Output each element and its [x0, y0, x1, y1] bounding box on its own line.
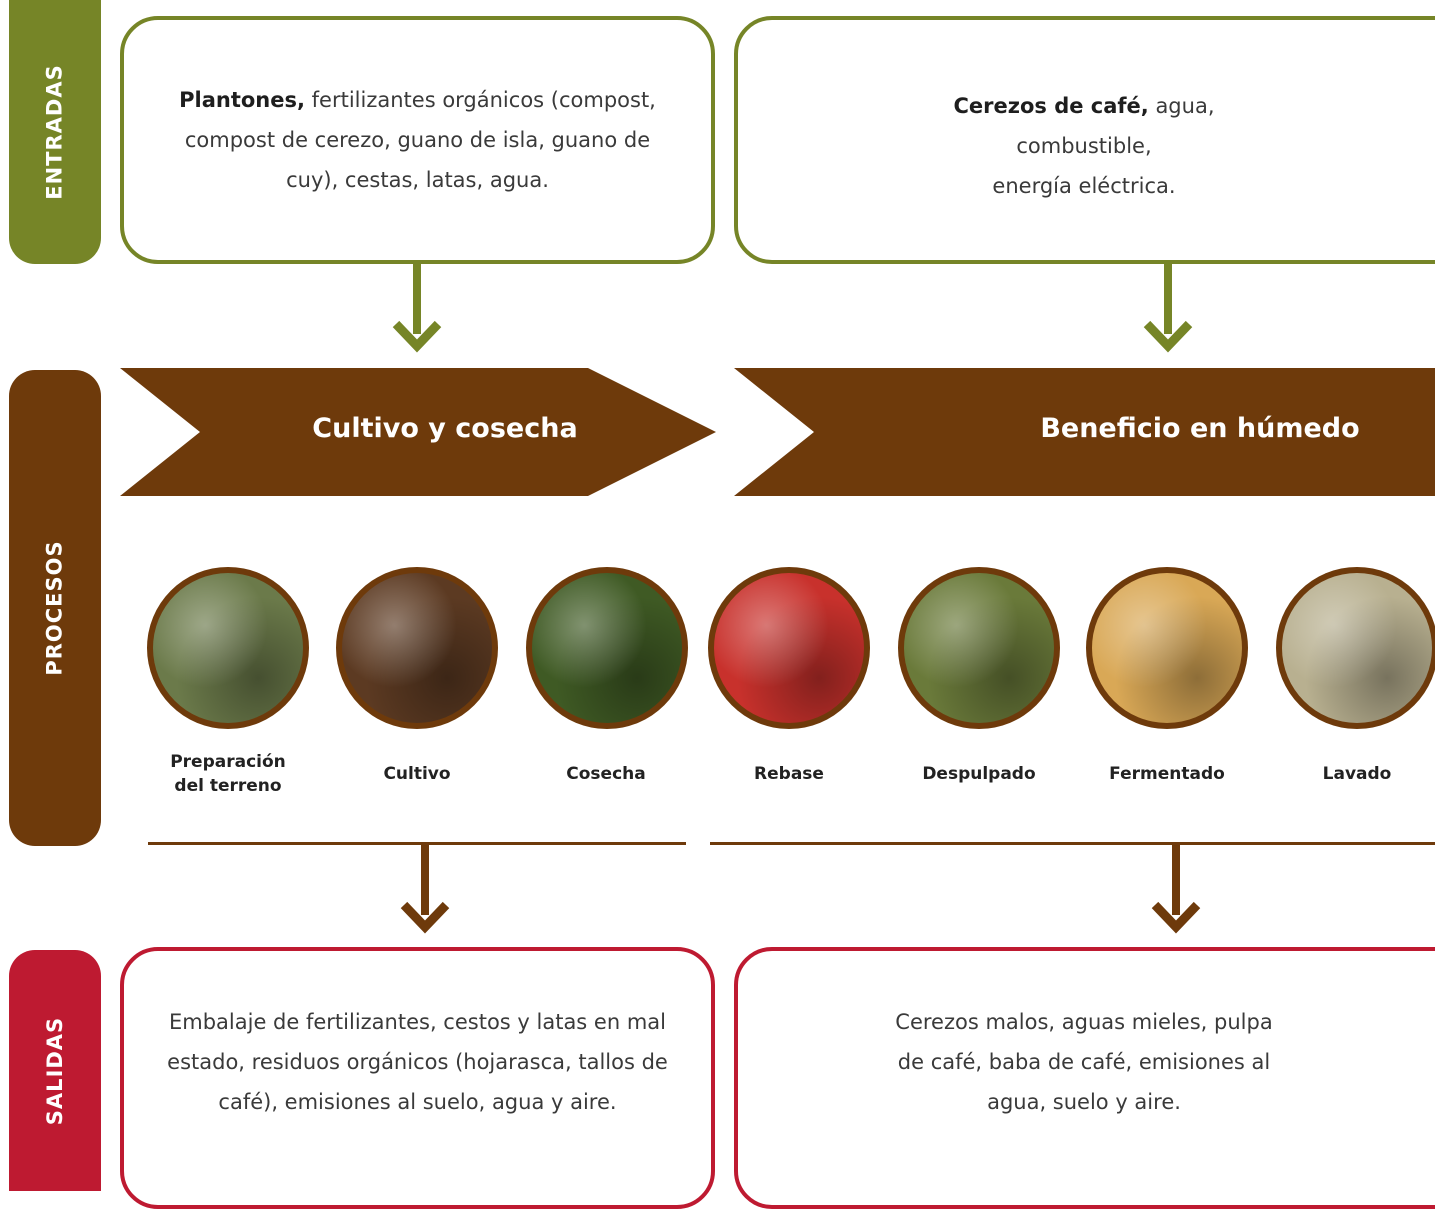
section-label-inputs: ENTRADAS: [43, 64, 68, 200]
inputs-box-wet-processing: Cerezos de café, agua, combustible, ener…: [734, 16, 1435, 264]
arrow-down-icon: [1151, 845, 1201, 934]
section-tab-inputs: ENTRADAS: [9, 0, 101, 264]
stage-banner-wet-processing: [734, 368, 1435, 496]
divider-line: [148, 842, 686, 845]
step-label-fermentation: Fermentado: [1109, 764, 1225, 784]
section-label-processes: PROCESOS: [43, 540, 67, 676]
inputs-text-wet-processing: Cerezos de café, agua, combustible, ener…: [953, 86, 1214, 206]
fermentation-photo: [1086, 567, 1248, 729]
section-tab-processes: PROCESOS: [9, 370, 101, 846]
land-preparation-photo: [147, 567, 309, 729]
divider-line: [710, 842, 1435, 845]
outputs-text-wet-processing: Cerezos malos, aguas mieles, pulpa de ca…: [895, 1010, 1273, 1114]
inputs-bold-wet-processing: Cerezos de café,: [953, 94, 1149, 118]
step-label-line2: del terreno: [174, 776, 282, 796]
section-tab-outputs: SALIDAS: [9, 950, 101, 1191]
inputs-text-cultivation: Plantones, fertilizantes orgánicos (comp…: [164, 80, 671, 200]
pulping-photo: [898, 567, 1060, 729]
stage-title-wet-processing: Beneficio en húmedo: [1040, 413, 1360, 444]
step-label-washing: Lavado: [1322, 764, 1392, 784]
planting-photo: [336, 567, 498, 729]
washing-photo: [1276, 567, 1435, 729]
cherry-sorting-photo: [708, 567, 870, 729]
outputs-box-wet-processing: Cerezos malos, aguas mieles, pulpa de ca…: [734, 947, 1435, 1209]
process-banners: [120, 368, 1435, 496]
inputs-bold-cultivation: Plantones,: [179, 88, 305, 112]
arrow-down-icon: [392, 264, 442, 353]
step-label-harvest: Cosecha: [566, 764, 646, 784]
harvest-photo: [526, 567, 688, 729]
outputs-text-cultivation: Embalaje de fertilizantes, cestos y lata…: [167, 1010, 668, 1114]
inputs-line2-wet-processing: combustible,: [1016, 134, 1152, 158]
step-label-land-preparation: Preparación del terreno: [143, 750, 313, 798]
outputs-box-cultivation: Embalaje de fertilizantes, cestos y lata…: [120, 947, 715, 1209]
stage-title-cultivation: Cultivo y cosecha: [312, 413, 578, 444]
arrow-down-icon: [1143, 264, 1193, 353]
step-label-planting: Cultivo: [383, 764, 451, 784]
inputs-box-cultivation: Plantones, fertilizantes orgánicos (comp…: [120, 16, 715, 264]
step-label-pulping: Despulpado: [922, 764, 1036, 784]
inputs-line1-wet-processing: agua,: [1148, 94, 1215, 118]
arrow-down-icon: [400, 845, 450, 934]
step-label-sorting: Rebase: [754, 764, 824, 784]
step-label-line1: Preparación: [170, 752, 286, 772]
inputs-line3-wet-processing: energía eléctrica.: [992, 174, 1176, 198]
stage-banner-cultivation: [120, 368, 716, 496]
section-label-outputs: SALIDAS: [43, 1016, 68, 1125]
inputs-rest-cultivation: fertilizantes orgánicos (compost, compos…: [184, 88, 656, 192]
